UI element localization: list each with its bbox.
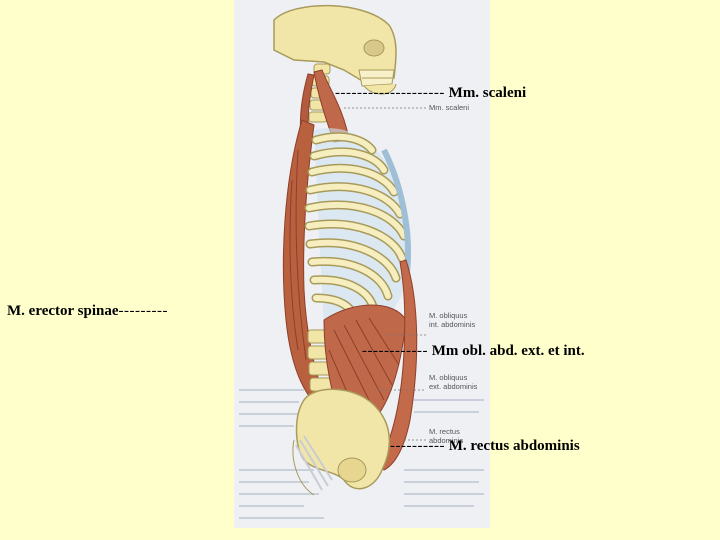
callout-erector-text: M. erector spinae: [7, 303, 119, 319]
anatomy-figure: Mm. scaleni M. obliquus int. abdominis M…: [234, 0, 490, 528]
callout-erector-dashes: ---------: [118, 303, 168, 319]
figure-label-obliquus-ext-1: M. obliquus: [429, 373, 468, 382]
callout-scaleni: -------------------- Mm. scaleni: [335, 85, 526, 102]
rib-cage: [304, 128, 412, 330]
callout-obliques-text: Mm obl. abd. ext. et int.: [431, 343, 585, 359]
callout-obliques-dashes: ------------: [362, 343, 428, 359]
figure-label-rectus-1: M. rectus: [429, 427, 460, 436]
erector-spinae-muscle: [282, 119, 325, 401]
skull: [273, 4, 397, 95]
figure-label-obliquus-int-2: int. abdominis: [429, 320, 476, 329]
callout-obliques: ------------ Mm obl. abd. ext. et int.: [362, 343, 585, 360]
anatomy-illustration: [239, 4, 484, 519]
callout-rectus: ---------- M. rectus abdominis: [390, 438, 580, 455]
figure-label-scaleni: Mm. scaleni: [429, 103, 470, 112]
page-text-lines: [239, 389, 484, 519]
figure-label-obliquus-int-1: M. obliquus: [429, 311, 468, 320]
callout-scaleni-text: Mm. scaleni: [448, 85, 527, 101]
callout-rectus-dashes: ----------: [390, 438, 445, 454]
leader-lines: [344, 107, 426, 441]
callout-scaleni-dashes: --------------------: [335, 85, 445, 101]
figure-label-rectus-2: abdominis: [429, 436, 464, 445]
figure-label-obliquus-ext-2: ext. abdominis: [429, 382, 478, 391]
callout-erector-spinae: M. erector spinae---------: [7, 303, 168, 320]
callout-rectus-text: M. rectus abdominis: [448, 438, 580, 454]
pelvis: [292, 388, 391, 496]
